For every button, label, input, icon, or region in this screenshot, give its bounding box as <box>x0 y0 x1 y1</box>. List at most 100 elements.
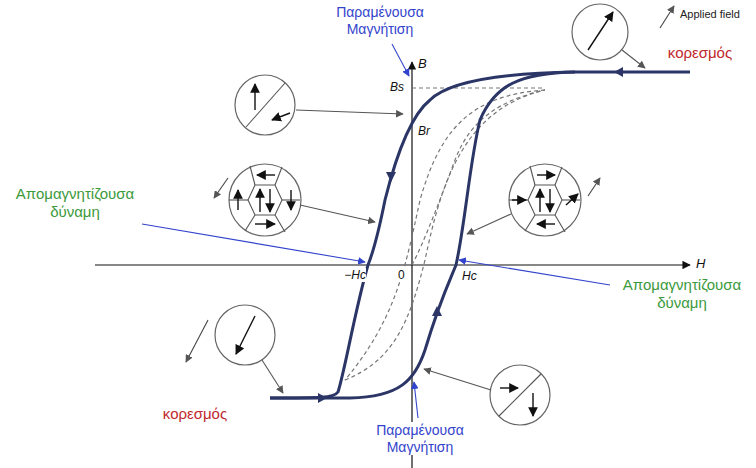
domain-circles <box>215 305 275 365</box>
domain-walls <box>555 167 562 185</box>
domain-walls <box>245 215 255 231</box>
magnetization-arrows <box>549 189 550 212</box>
domain-walls <box>555 215 565 232</box>
annotation-leaders <box>459 260 610 285</box>
domain-walls <box>250 166 255 185</box>
domain-walls <box>530 166 535 185</box>
magnetization-arrows <box>566 194 578 205</box>
magnetization-arrows <box>537 223 555 224</box>
minor-loop-dashed <box>412 87 545 88</box>
magnetization-arrows <box>537 174 555 175</box>
magnetization-arrows <box>236 316 255 354</box>
axis-label: H <box>696 256 705 271</box>
axis-origin-box: 0 <box>398 268 405 282</box>
axis-value-box: −Hc <box>344 268 366 282</box>
hysteresis-loop <box>270 72 690 398</box>
field-label-box: Applied field <box>680 8 740 21</box>
domain-circles <box>229 164 301 236</box>
domain-circles <box>215 4 628 425</box>
remanence-label-box: Παραμένουσα Μαγνήτιση <box>364 422 476 456</box>
hysteresis-loop <box>270 72 575 398</box>
minor-loop-dashed <box>345 90 545 380</box>
coercive-label: Απομαγνητίζουσα δύναμη <box>623 276 741 311</box>
domain-walls <box>509 199 528 200</box>
leader-lines <box>296 110 403 114</box>
magnetization-arrows <box>290 190 291 210</box>
axes <box>95 62 690 468</box>
field-direction-arrows <box>588 178 600 196</box>
axis-value: Bs <box>390 80 404 94</box>
magnetization-arrows <box>500 387 518 388</box>
magnetization-arrows <box>512 199 526 200</box>
magnetization-arrows <box>272 113 290 120</box>
domain-circles <box>235 75 295 135</box>
axis-value-box: Hc <box>462 269 477 283</box>
annotation-leaders <box>142 44 610 418</box>
magnetization-arrows <box>588 12 613 50</box>
saturation-label: κορεσμός <box>668 44 732 61</box>
remanence-label: Παραμένουσα Μαγνήτιση <box>376 422 464 455</box>
saturation-label: κορεσμός <box>163 405 227 422</box>
minor-loop-dashed <box>345 88 545 380</box>
domain-walls <box>275 167 282 185</box>
domain-walls <box>525 215 535 231</box>
axis-value: Hc <box>462 269 477 283</box>
coercive-label-box: Απομαγνητίζουσα δύναμη <box>5 185 145 221</box>
leader-lines <box>622 50 645 68</box>
saturation-label-box: κορεσμός <box>668 44 732 62</box>
coercive-label-box: Απομαγνητίζουσα δύναμη <box>612 276 752 312</box>
field-direction-arrows <box>186 320 208 362</box>
axis-value: Br <box>418 124 430 138</box>
field-direction-arrows <box>186 6 674 362</box>
annotation-leaders <box>392 44 409 76</box>
axis-value: −Hc <box>344 268 366 282</box>
magnetization-arrows <box>257 174 275 175</box>
remanence-label: Παραμένουσα Μαγνήτιση <box>336 4 424 37</box>
annotation-leaders <box>142 224 365 262</box>
axis-origin: 0 <box>398 268 405 282</box>
domain-circles <box>572 4 628 60</box>
magnetization-arrows <box>259 189 260 212</box>
magnetization-arrows <box>269 189 270 212</box>
loop-direction-arrows <box>318 393 327 403</box>
domain-walls <box>246 83 285 127</box>
loop-direction-arrows <box>318 67 623 403</box>
minor-loop-dashed <box>345 90 545 380</box>
axis-value-box: Br <box>418 124 430 138</box>
field-direction-arrows <box>660 6 674 28</box>
magnetization-arrows <box>254 84 255 110</box>
magnetization-arrows <box>236 12 613 416</box>
field-label: Applied field <box>680 8 740 20</box>
axis-label-box: B <box>418 56 427 72</box>
saturation-label-box: κορεσμός <box>163 405 227 423</box>
axis-label-box: H <box>696 256 705 272</box>
remanence-label-box: Παραμένουσα Μαγνήτιση <box>324 4 436 38</box>
domain-walls <box>528 185 562 215</box>
leader-lines <box>467 214 511 234</box>
leader-lines <box>424 369 491 390</box>
magnetization-arrows <box>532 393 533 416</box>
domain-walls <box>499 374 541 416</box>
domain-walls <box>229 83 580 416</box>
axis-label: B <box>418 56 427 71</box>
loop-direction-arrows <box>614 67 623 77</box>
annotation-leaders <box>414 382 418 418</box>
axis-value-box: Bs <box>390 80 404 94</box>
domain-walls <box>275 215 285 232</box>
magnetization-arrows <box>237 190 238 210</box>
hysteresis-loop <box>270 72 690 398</box>
magnetization-arrows <box>539 189 540 212</box>
field-direction-arrows <box>214 178 228 198</box>
magnetization-arrows <box>255 223 275 224</box>
domain-circles <box>490 365 550 425</box>
leader-lines <box>262 360 283 393</box>
domain-walls <box>248 185 282 215</box>
domain-circles <box>509 164 581 236</box>
axes <box>95 264 690 265</box>
loop-direction-arrows <box>432 306 442 316</box>
leader-lines <box>300 205 375 222</box>
leader-lines <box>262 50 645 393</box>
coercive-label: Απομαγνητίζουσα δύναμη <box>16 185 134 220</box>
